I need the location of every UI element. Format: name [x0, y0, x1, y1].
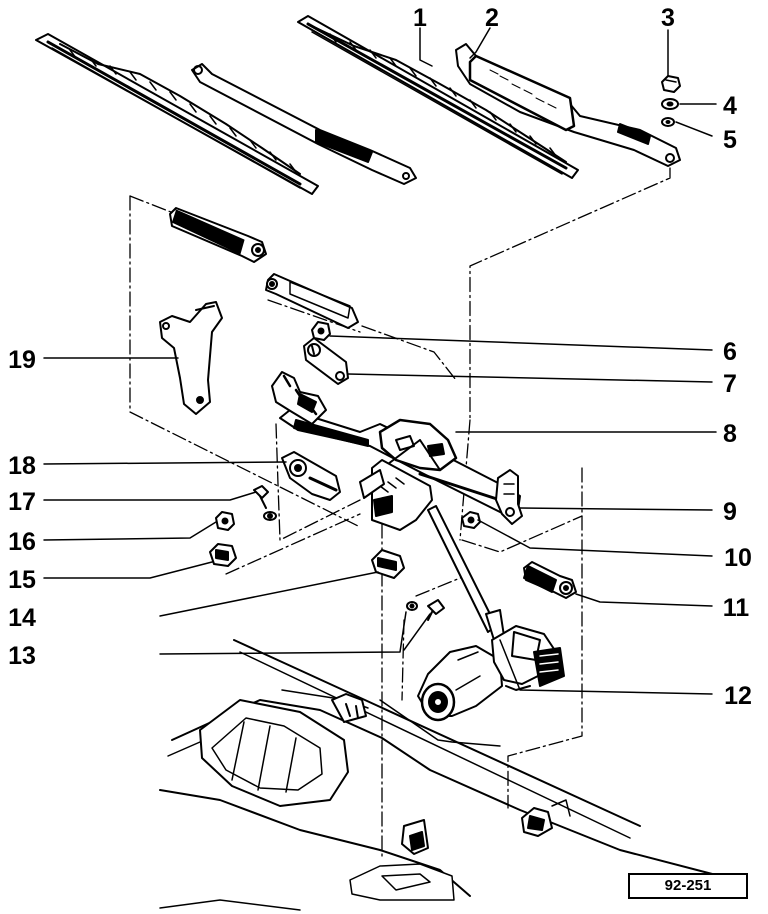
- reference-code-label: 92-251: [628, 873, 748, 899]
- callout-8: 8: [723, 420, 737, 448]
- wiper-frame-part-8: [279, 409, 521, 531]
- right-wiper-blade: [297, 15, 579, 179]
- screw-part-13: [406, 599, 445, 621]
- crank-part-9: [495, 469, 523, 525]
- washer-part-4: [661, 98, 679, 110]
- callout-14: 14: [8, 604, 36, 632]
- left-wiper-blade: [35, 33, 319, 195]
- rubber-mount-part-15: [209, 543, 237, 567]
- callout-labels: 1 2 3 4 5 6 7 8 9 10 11 12 13 14 15 16 1…: [8, 4, 752, 710]
- wiper-motor-part-12: [417, 625, 565, 722]
- link-arm-part-11: [523, 561, 577, 599]
- callout-9: 9: [723, 498, 737, 526]
- nut-part-3: [661, 75, 681, 93]
- screw-part-17: [253, 485, 277, 521]
- washer-part-5: [661, 117, 675, 127]
- callout-6: 6: [723, 338, 737, 366]
- callout-3: 3: [661, 4, 675, 32]
- nut-part-16: [215, 511, 235, 531]
- callout-13: 13: [8, 642, 36, 670]
- callout-5: 5: [723, 126, 737, 154]
- cowl-body-panel: [159, 639, 721, 911]
- left-drive-link: [169, 207, 267, 263]
- callout-4: 4: [723, 92, 737, 120]
- callout-16: 16: [8, 528, 36, 556]
- callout-12: 12: [724, 682, 752, 710]
- callout-11: 11: [723, 594, 750, 622]
- callout-18: 18: [8, 452, 36, 480]
- right-wiper-arm: [455, 43, 681, 167]
- callout-1: 1: [413, 4, 427, 32]
- crank-part-7: [303, 337, 349, 385]
- left-wiper-arm: [191, 63, 417, 185]
- callout-19: 19: [8, 346, 36, 374]
- rubber-mount-part-14: [371, 549, 405, 579]
- callout-10: 10: [724, 544, 752, 572]
- callout-7: 7: [723, 370, 737, 398]
- leader-lines: [43, 27, 717, 695]
- callout-15: 15: [8, 566, 36, 594]
- callout-17: 17: [8, 488, 36, 516]
- nut-part-10: [461, 511, 481, 529]
- drive-link-part-18: [281, 451, 385, 501]
- connecting-rod: [265, 273, 359, 329]
- pivot-bracket: [271, 371, 327, 425]
- callout-2: 2: [485, 4, 499, 32]
